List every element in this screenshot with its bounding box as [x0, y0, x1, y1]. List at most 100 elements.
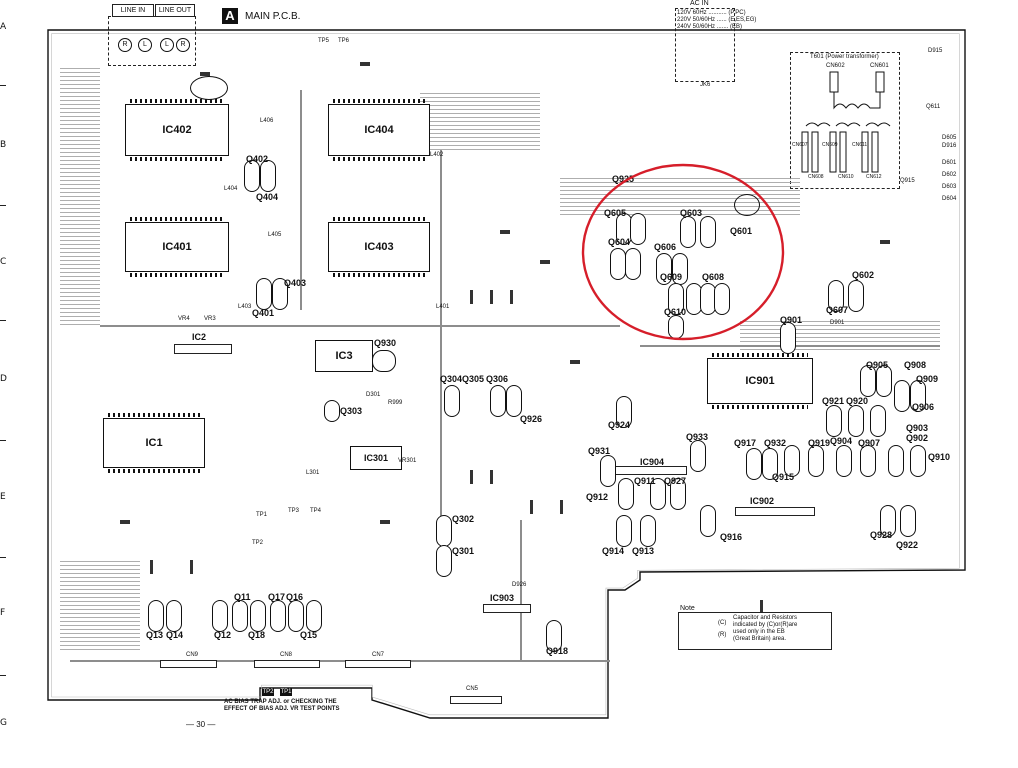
note-box	[678, 612, 832, 650]
d926-label: D926	[512, 582, 527, 588]
q903-label: Q903	[906, 423, 929, 433]
ic901: IC901	[707, 353, 813, 409]
note-heading: Note	[680, 605, 695, 612]
ic902-label: IC902	[750, 496, 775, 506]
ic403: IC403	[328, 217, 430, 277]
q933-label: Q933	[686, 432, 709, 442]
l403-label: L403	[238, 304, 252, 310]
transformer-outline	[790, 52, 900, 189]
q609-label: Q609	[660, 272, 683, 282]
q932-label: Q932	[764, 438, 787, 448]
l405-label: L405	[268, 232, 282, 238]
q906-label: Q906	[912, 402, 935, 412]
q17-label: Q17	[268, 592, 286, 602]
q928-label: Q928	[870, 530, 893, 540]
q12-label: Q12	[214, 630, 232, 640]
d301-label: D301	[366, 392, 381, 398]
q403-label: Q403	[284, 278, 307, 288]
voltage-list: 120V 60Hz ........... (P,PC)220V 50/60Hz…	[677, 10, 757, 30]
ic404: IC404	[328, 99, 430, 161]
q11-label: Q11	[234, 592, 251, 602]
tp4-label: TP4	[310, 508, 322, 514]
d901-label: D901	[830, 320, 845, 326]
row-label: A	[0, 22, 7, 32]
ac-in-outline	[675, 8, 735, 82]
q603-label: Q603	[680, 208, 703, 218]
q916-label: Q916	[720, 532, 743, 542]
q924-label: Q924	[608, 420, 631, 430]
q404-label: Q404	[256, 192, 279, 202]
ground-plane	[60, 560, 140, 650]
row-label: B	[0, 140, 7, 150]
q18-label: Q18	[248, 630, 266, 640]
row-label: F	[0, 608, 6, 618]
q908-label: Q908	[904, 360, 927, 370]
row-label: E	[0, 492, 6, 502]
q919-label: Q919	[808, 438, 831, 448]
q402-label: Q402	[246, 154, 269, 164]
cn607-label: CN607	[792, 142, 808, 148]
cn608-label: CN608	[808, 174, 824, 180]
q301-label: Q301	[452, 546, 475, 556]
section-letter: A	[222, 8, 238, 24]
q911-label: Q911	[634, 476, 656, 486]
ground-plane	[420, 90, 540, 150]
c624-label: D915	[928, 48, 943, 54]
q930-label: Q930	[374, 338, 397, 348]
ic2-label: IC2	[192, 332, 207, 342]
cn7-label: CN7	[372, 652, 385, 658]
tp6-label: TP6	[338, 38, 350, 44]
ic301: IC301	[350, 446, 402, 470]
q925-label: Q925	[612, 174, 635, 184]
l301-label: L301	[306, 470, 320, 476]
line-jack-outline	[108, 16, 196, 66]
transformer-windings	[801, 71, 891, 173]
cn5-strip	[450, 696, 502, 704]
note-r-mark: (R)	[718, 632, 727, 638]
q304-label: Q304	[440, 374, 463, 384]
q910-label: Q910	[928, 452, 951, 462]
q918-label: Q918	[546, 646, 569, 656]
cn9-strip	[160, 660, 217, 668]
q303-label: Q303	[340, 406, 363, 416]
highlight-circle	[581, 163, 785, 341]
ic2-strip	[174, 344, 232, 354]
cn7-strip	[345, 660, 411, 668]
q920-label: Q920	[846, 396, 869, 406]
q913-label: Q913	[632, 546, 655, 556]
tp1-label: TP1	[256, 512, 268, 518]
ic903-label: IC903	[490, 593, 515, 603]
q16-label: Q16	[286, 592, 304, 602]
vr301-label: VR301	[398, 458, 417, 464]
tp2-label: TP2	[252, 540, 264, 546]
cn611-label: CN611	[852, 142, 868, 148]
q13-label: Q13	[146, 630, 164, 640]
q305-label: Q305	[462, 374, 485, 384]
q926-label: Q926	[520, 414, 543, 424]
d603-label: D603	[942, 184, 957, 190]
cn609-label: CN609	[822, 142, 838, 148]
cn610-label: CN610	[838, 174, 854, 180]
ic3: IC3	[315, 340, 373, 372]
q15-label: Q15	[300, 630, 318, 640]
q401-label: Q401	[252, 308, 275, 318]
d601-label: D601	[942, 160, 957, 166]
q907-label: Q907	[858, 438, 881, 448]
q931-label: Q931	[588, 446, 611, 456]
q909-label: Q909	[916, 374, 939, 384]
q302-label: Q302	[452, 514, 475, 524]
ic902-strip	[735, 507, 815, 516]
mounting-hole	[190, 76, 228, 100]
mounting-hole	[734, 194, 760, 216]
cn8-label: CN8	[280, 652, 293, 658]
cn8-strip	[254, 660, 320, 668]
q604-label: Q604	[608, 237, 631, 247]
ic904-strip	[607, 466, 687, 475]
q610-label: Q610	[664, 307, 687, 317]
q14-label: Q14	[166, 630, 184, 640]
page-number: — 30 —	[186, 720, 216, 729]
q901-label: Q901	[780, 315, 803, 325]
q902-label: Q902	[906, 433, 929, 443]
